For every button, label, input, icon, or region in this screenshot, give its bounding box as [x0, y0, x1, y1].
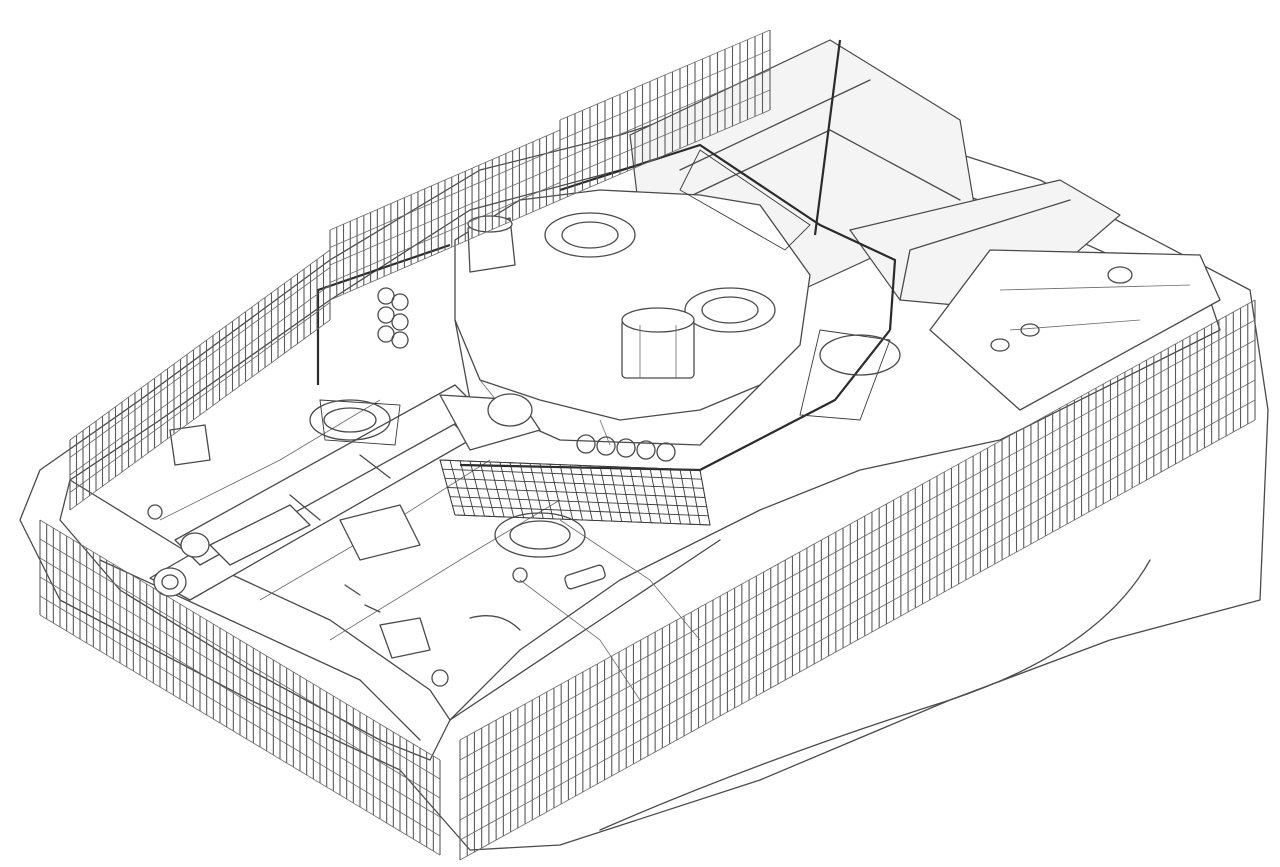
slat-bar: [329, 164, 561, 266]
atgm-launcher: [209, 504, 311, 566]
hatch-ring-right: [684, 287, 776, 333]
hatch-ring-left: [544, 212, 636, 258]
commander-sight: [621, 307, 695, 379]
slat-bar: [442, 468, 702, 480]
slat-bar: [454, 514, 711, 526]
driver-hatch: [494, 512, 586, 558]
slat-bar: [447, 487, 706, 498]
smoke-dischargers-right: [576, 434, 676, 462]
rear-hatch-right: [819, 334, 901, 376]
slat-bar: [452, 505, 709, 517]
slat-bar: [329, 147, 561, 248]
autocannon-mantlet: [439, 393, 541, 451]
slat-bar: [459, 379, 1256, 821]
slat-bar: [39, 519, 441, 761]
main-gun: [149, 384, 541, 601]
headlight-left: [564, 564, 606, 590]
front-hatch-left: [309, 399, 391, 441]
slat-bar: [459, 399, 1256, 841]
slat-bar: [69, 319, 331, 511]
slat-bar: [459, 319, 1256, 761]
slat-bar: [439, 459, 701, 471]
slat-bar: [559, 109, 771, 201]
slat-bar: [69, 302, 331, 493]
slat-bar: [69, 284, 331, 476]
muzzle-device: [153, 532, 210, 597]
smoke-dischargers-left: [377, 287, 409, 349]
track-outline: [599, 559, 1151, 831]
slat-bar: [39, 538, 441, 780]
slat-bar: [39, 614, 441, 856]
slat-bar: [559, 49, 771, 141]
protective-netting: [319, 149, 891, 526]
slat-bar: [559, 29, 771, 121]
periscope-block: [339, 504, 421, 561]
slat-bar: [459, 419, 1256, 861]
slat-bar: [459, 299, 1256, 741]
slat-armor-top-rail: [69, 29, 771, 511]
slat-bar: [69, 267, 331, 458]
slat-bar: [559, 69, 771, 161]
slat-bar: [559, 89, 771, 181]
slat-bar: [459, 359, 1256, 801]
slat-bar: [329, 129, 561, 231]
slat-armor-right: [459, 299, 1256, 861]
slat-bar: [449, 496, 707, 508]
turret-roof: [454, 189, 811, 421]
slat-bar: [329, 182, 561, 283]
slat-bar: [39, 557, 441, 799]
slat-bar: [39, 576, 441, 818]
sight-block-left: [467, 215, 516, 273]
turret: [316, 39, 897, 472]
slat-bar: [444, 477, 704, 489]
slat-bar: [329, 199, 561, 301]
slat-bar: [69, 249, 331, 441]
antenna: [813, 39, 842, 236]
slat-bar: [39, 595, 441, 837]
hull-fittings: [147, 334, 901, 687]
slat-armor-left: [39, 519, 441, 856]
slat-bar: [459, 339, 1256, 781]
